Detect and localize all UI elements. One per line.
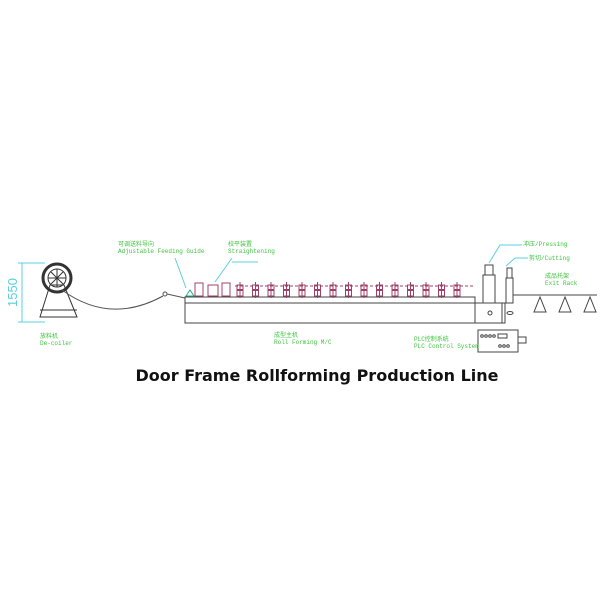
roller-station (360, 282, 368, 298)
roller-station (252, 282, 259, 298)
leader-lines (174, 244, 528, 289)
pressing-label: 冲压/Pressing (523, 241, 568, 248)
exit-rack (513, 294, 597, 313)
plc-control-box[interactable] (477, 329, 527, 353)
roller-station (283, 282, 290, 298)
roller-station (407, 282, 414, 298)
diagram-title: Door Frame Rollforming Production Line (135, 366, 499, 385)
roller-station (267, 282, 275, 298)
roller-station (453, 282, 461, 298)
roll-forming-machine (184, 296, 506, 324)
roller-stations (235, 282, 475, 298)
roller-station (391, 282, 399, 298)
roller-station (298, 282, 306, 298)
steel-strip (61, 289, 164, 310)
straightener (194, 282, 231, 297)
roller-station (329, 282, 337, 298)
press-unit (482, 264, 514, 316)
dimension-label: 1550 (4, 278, 20, 307)
cutting-label: 剪切/Cutting (529, 255, 570, 262)
roller-station (422, 282, 430, 298)
roller-station (345, 282, 352, 298)
roller-station (236, 282, 244, 298)
decoiler (39, 262, 78, 318)
roller-station (438, 282, 445, 298)
roller-station (376, 282, 383, 298)
roller-station (314, 282, 321, 298)
dimension-line (18, 262, 45, 323)
